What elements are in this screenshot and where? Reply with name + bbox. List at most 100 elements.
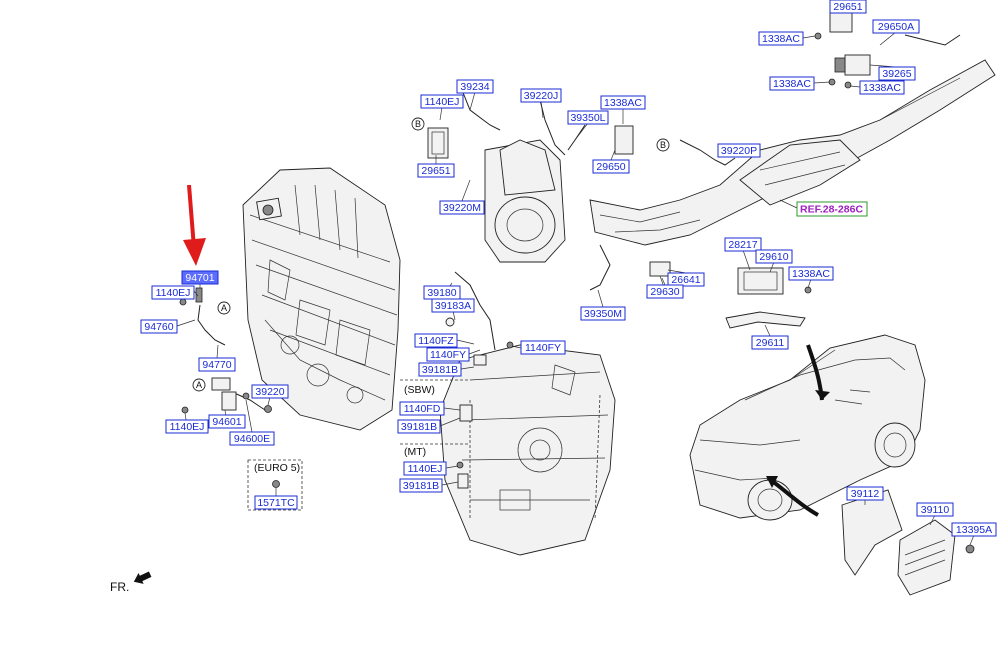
part-label-1338ac[interactable]: 1338AC	[600, 95, 646, 110]
part-label-box	[872, 19, 920, 34]
part-label-28217[interactable]: 28217	[724, 237, 762, 252]
part-number: 1140EJ	[408, 463, 443, 475]
part-label-94770[interactable]: 94770	[198, 357, 236, 372]
part-label-39110[interactable]: 39110	[916, 502, 954, 517]
part-label-39234[interactable]: 39234	[456, 79, 494, 94]
part-label-1140fy[interactable]: 1140FY	[426, 347, 470, 362]
part-label-box	[151, 285, 195, 300]
part-label-box	[229, 431, 275, 446]
part-label-1140ej[interactable]: 1140EJ	[165, 419, 209, 434]
part-label-39112[interactable]: 39112	[846, 486, 884, 501]
part-number: 39183A	[435, 300, 471, 312]
part-label-box	[916, 502, 954, 517]
part-label-box	[567, 110, 609, 125]
part-label-box	[717, 143, 761, 158]
part-label-39350l[interactable]: 39350L	[567, 110, 609, 125]
part-label-box	[251, 384, 289, 399]
part-label-29651[interactable]: 29651	[417, 163, 455, 178]
part-label-29611[interactable]: 29611	[751, 335, 789, 350]
part-number: 13395A	[956, 524, 992, 536]
part-number: 29650	[596, 161, 625, 173]
part-number: 39180	[427, 287, 456, 299]
part-label-39220j[interactable]: 39220J	[520, 88, 562, 103]
ref-label[interactable]: REF.28-286C	[796, 201, 868, 217]
part-number: 94770	[202, 359, 231, 371]
vehicle-illustration	[689, 334, 926, 521]
part-number: 39220	[255, 386, 284, 398]
part-label-94760[interactable]: 94760	[140, 319, 178, 334]
part-label-1338ac[interactable]: 1338AC	[758, 31, 804, 46]
part-label-94600e[interactable]: 94600E	[229, 431, 275, 446]
part-number: 1338AC	[792, 268, 830, 280]
part-label-box	[181, 270, 219, 285]
part-label-39350m[interactable]: 39350M	[580, 306, 626, 321]
part-number: 39220P	[721, 145, 757, 157]
callout-b: B	[656, 138, 670, 152]
part-number: 1140EJ	[425, 96, 460, 108]
part-number: 94600E	[234, 433, 270, 445]
part-number: 1140FY	[430, 349, 466, 361]
part-label-39181b[interactable]: 39181B	[397, 419, 441, 434]
part-label-39180[interactable]: 39180	[423, 285, 461, 300]
part-number: 39110	[921, 504, 950, 516]
part-label-box	[751, 335, 789, 350]
part-label-1338ac[interactable]: 1338AC	[788, 266, 834, 281]
part-label-box	[431, 298, 475, 313]
part-label-29650[interactable]: 29650	[592, 159, 630, 174]
part-label-26641[interactable]: 26641	[667, 272, 705, 287]
part-label-29610[interactable]: 29610	[755, 249, 793, 264]
part-label-1140fy[interactable]: 1140FY	[520, 340, 566, 355]
part-label-1140fd[interactable]: 1140FD	[399, 401, 445, 416]
part-label-29651[interactable]: 29651	[829, 0, 867, 14]
part-number: 26641	[671, 274, 700, 286]
part-label-box	[580, 306, 626, 321]
part-number: 39220M	[443, 202, 481, 214]
part-number: 39265	[882, 68, 911, 80]
part-label-13395a[interactable]: 13395A	[951, 522, 997, 537]
part-label-box	[755, 249, 793, 264]
part-label-39181b[interactable]: 39181B	[418, 362, 462, 377]
part-label-box	[667, 272, 705, 287]
part-label-1338ac[interactable]: 1338AC	[859, 80, 905, 95]
svg-text:B: B	[415, 119, 421, 129]
part-number: 1140FD	[404, 403, 441, 415]
part-label-box	[439, 200, 485, 215]
part-label-29630[interactable]: 29630	[646, 284, 684, 299]
part-label-box	[456, 79, 494, 94]
front-arrow-icon	[133, 571, 152, 584]
part-label-94601[interactable]: 94601	[208, 414, 246, 429]
part-label-39181b[interactable]: 39181B	[399, 478, 443, 493]
front-indicator: FR.	[110, 571, 152, 594]
part-label-box	[724, 237, 762, 252]
variant-notes: (SBW)(MT)(EURO 5)	[254, 384, 435, 474]
part-label-1140ej[interactable]: 1140EJ	[420, 94, 464, 109]
part-label-1338ac[interactable]: 1338AC	[769, 76, 815, 91]
part-label-1140ej[interactable]: 1140EJ	[151, 285, 195, 300]
svg-text:REF.28-286C: REF.28-286C	[800, 204, 863, 216]
part-number: 39220J	[524, 90, 558, 102]
part-label-box	[859, 80, 905, 95]
part-label-39183a[interactable]: 39183A	[431, 298, 475, 313]
part-number: 39234	[460, 81, 489, 93]
part-label-1140fz[interactable]: 1140FZ	[414, 333, 458, 348]
part-label-1140ej[interactable]: 1140EJ	[403, 461, 447, 476]
part-label-29650a[interactable]: 29650A	[872, 19, 920, 34]
part-number: 39181B	[403, 480, 439, 492]
part-label-box	[414, 333, 458, 348]
part-label-94701[interactable]: 94701	[181, 270, 219, 285]
part-label-39220p[interactable]: 39220P	[717, 143, 761, 158]
highlight-arrow	[183, 184, 206, 266]
part-label-box	[399, 401, 445, 416]
part-label-39220[interactable]: 39220	[251, 384, 289, 399]
part-number: 1338AC	[773, 78, 811, 90]
part-label-39220m[interactable]: 39220M	[439, 200, 485, 215]
part-number: 1140EJ	[156, 287, 191, 299]
part-label-box	[198, 357, 236, 372]
part-number: 29651	[833, 1, 862, 13]
part-label-box	[846, 486, 884, 501]
part-label-39265[interactable]: 39265	[878, 66, 916, 81]
part-number: 39112	[851, 488, 880, 500]
svg-text:A: A	[196, 380, 202, 390]
part-label-1571tc[interactable]: 1571TC	[254, 495, 298, 510]
